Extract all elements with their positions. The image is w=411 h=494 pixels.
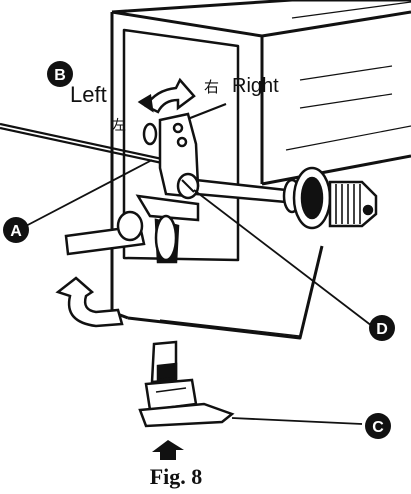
- housing-detail-lines: [159, 1, 411, 337]
- presser-foot: [138, 340, 235, 428]
- right-label: Right: [232, 75, 279, 97]
- leader-lines: [21, 159, 373, 425]
- foot-holder-bracket: [135, 112, 200, 222]
- callout-d: D: [369, 315, 395, 341]
- svg-text:C: C: [372, 419, 384, 436]
- up-arrow-icon: [152, 440, 184, 460]
- svg-text:B: B: [54, 67, 66, 84]
- callout-b: B: [47, 61, 73, 87]
- rotation-arrow-icon: [137, 77, 196, 114]
- svg-text:A: A: [10, 223, 22, 240]
- shaft-knob: [282, 166, 378, 230]
- lift-arrow-icon: [55, 276, 124, 328]
- right-kanji-label: 右: [204, 79, 219, 96]
- left-kanji-label: 左: [112, 117, 126, 133]
- figure-caption: Fig. 8: [150, 464, 203, 489]
- callout-c: C: [365, 413, 391, 439]
- svg-text:D: D: [376, 321, 388, 338]
- face-plate-opening: [122, 28, 240, 262]
- callout-a: A: [3, 217, 29, 243]
- presser-lever: [64, 210, 180, 264]
- machine-housing: [110, 0, 411, 340]
- left-label: Left: [70, 82, 107, 107]
